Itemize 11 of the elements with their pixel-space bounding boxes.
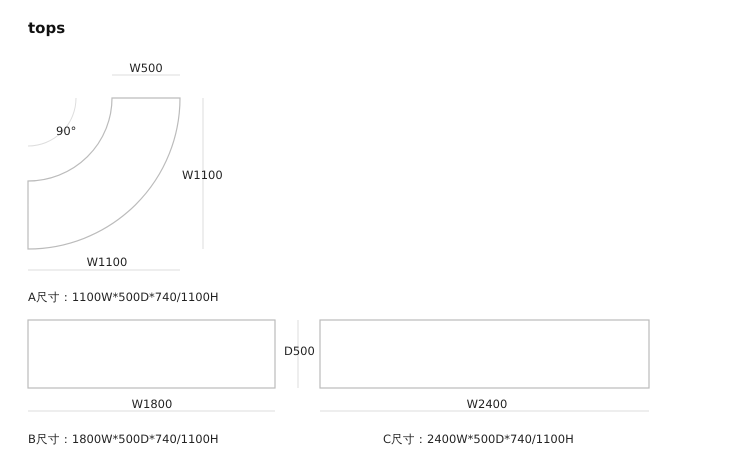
- size-note: B尺寸：1800W*500D*740/1100H: [28, 432, 219, 446]
- dimension-label: D500: [284, 344, 315, 358]
- dimension-label: W500: [129, 61, 163, 75]
- title: tops: [28, 19, 66, 37]
- dimension-label: W1100: [86, 255, 128, 269]
- size-note: C尺寸：2400W*500D*740/1100H: [383, 432, 574, 446]
- size-note: A尺寸：1100W*500D*740/1100H: [28, 290, 219, 304]
- dimension-label: W2400: [466, 397, 508, 411]
- dimension-label: W1800: [132, 397, 172, 411]
- angle-label: 90°: [56, 124, 76, 138]
- dimension-label: W1100: [182, 168, 223, 182]
